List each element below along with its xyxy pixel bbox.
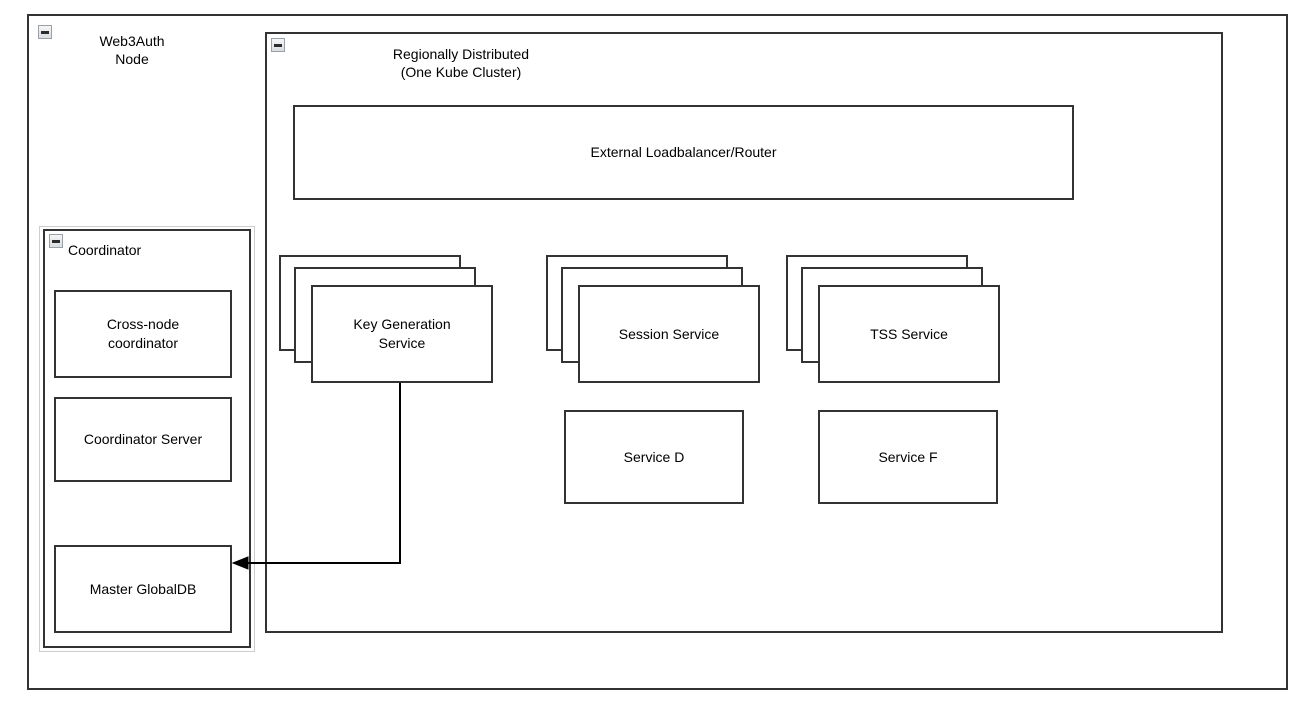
- tss-service-card-front[interactable]: TSS Service: [818, 285, 1000, 383]
- service-f-label: Service F: [878, 448, 938, 465]
- tss-service-stack[interactable]: TSS Service: [786, 255, 1000, 383]
- tss-service-label: TSS Service: [870, 325, 948, 342]
- key-generation-service-stack[interactable]: Key Generation Service: [279, 255, 493, 383]
- cross-node-coordinator-label: Cross-node coordinator: [106, 316, 180, 351]
- key-generation-service-label: Key Generation Service: [353, 316, 451, 351]
- service-d-box[interactable]: Service D: [564, 410, 744, 504]
- session-service-label: Session Service: [618, 325, 720, 342]
- master-globaldb-label: Master GlobalDB: [89, 580, 197, 597]
- coordinator-server-box[interactable]: Coordinator Server: [54, 397, 232, 482]
- collapse-minus-icon-kube-cluster[interactable]: [271, 38, 285, 52]
- key-generation-service-card-front[interactable]: Key Generation Service: [311, 285, 493, 383]
- web3auth-node-label: Web3Auth Node: [99, 33, 165, 67]
- service-f-box[interactable]: Service F: [818, 410, 998, 504]
- coordinator-label: Coordinator: [68, 242, 142, 258]
- coordinator-server-label: Coordinator Server: [83, 431, 203, 447]
- kube-cluster-label: Regionally Distributed (One Kube Cluster…: [392, 46, 530, 80]
- service-d-label: Service D: [623, 448, 685, 465]
- session-service-card-front[interactable]: Session Service: [578, 285, 760, 383]
- collapse-minus-icon-coordinator[interactable]: [49, 234, 63, 248]
- master-globaldb-box[interactable]: Master GlobalDB: [54, 545, 232, 633]
- external-loadbalancer-box[interactable]: External Loadbalancer/Router: [293, 105, 1074, 200]
- collapse-minus-icon-web3auth-node[interactable]: [38, 25, 52, 39]
- external-loadbalancer-label: External Loadbalancer/Router: [590, 144, 777, 160]
- cross-node-coordinator-box[interactable]: Cross-node coordinator: [54, 290, 232, 378]
- session-service-stack[interactable]: Session Service: [546, 255, 760, 383]
